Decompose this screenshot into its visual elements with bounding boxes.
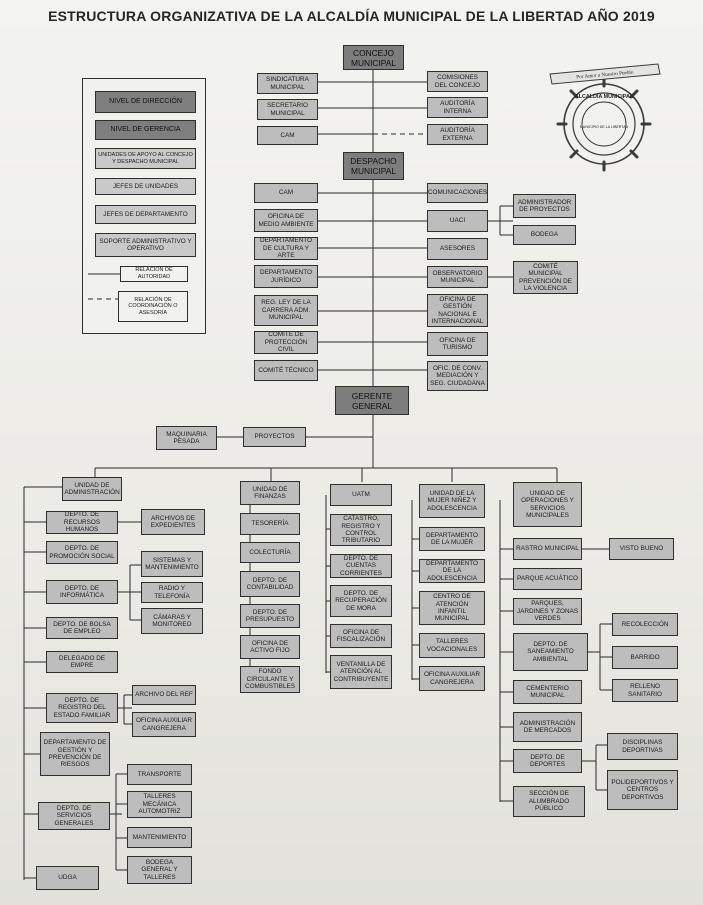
legend-jefes-departamento: JEFES DE DEPARTAMENTO <box>95 205 196 224</box>
legend-relacion-autoridad: RELACIÓN DE AUTORIDAD <box>120 266 188 282</box>
node-recuperacion-mora: DEPTO. DE RECUPERACIÓN DE MORA <box>330 585 392 617</box>
node-camaras-monitoreo: CÁMARAS Y MONITOREO <box>141 608 203 634</box>
node-unidad-mujer: UNIDAD DE LA MUJER NIÑEZ Y ADOLESCENCIA <box>419 484 485 518</box>
node-auditoria-externa: AUDITORÍA EXTERNA <box>427 124 488 145</box>
node-talleres-vocacionales: TALLERES VOCACIONALES <box>419 633 485 658</box>
node-colecturia: COLECTURÍA <box>240 542 300 563</box>
node-polideportivos: POLIDEPORTIVOS Y CENTROS DEPORTIVOS <box>607 770 678 810</box>
node-radio-telefonia: RADIO Y TELEFONÍA <box>141 582 203 603</box>
node-archivos-expedientes: ARCHIVOS DE EXPEDIENTES <box>141 509 205 535</box>
node-observatorio: OBSERVATORIO MUNICIPAL <box>427 266 488 288</box>
node-unidad-administracion: UNIDAD DE ADMINISTRACIÓN <box>62 477 122 501</box>
node-deportes: DEPTO. DE DEPORTES <box>513 749 582 773</box>
node-parque-acuatico: PARQUE ACUÁTICO <box>513 568 582 590</box>
node-comisiones: COMISIONES DEL CONCEJO <box>427 71 488 92</box>
node-bodega: BODEGA <box>513 225 576 245</box>
node-comite-tecnico: COMITÉ TÉCNICO <box>254 360 318 381</box>
node-fiscalizacion: OFICINA DE FISCALIZACIÓN <box>330 624 392 648</box>
node-concejo-municipal: CONCEJO MUNICIPAL <box>343 45 404 70</box>
node-mercados: ADMINISTRACIÓN DE MERCADOS <box>513 712 582 742</box>
legend-line-samples <box>88 273 120 300</box>
municipal-seal-logo: Por Amor a Nuestro Pueblo ALCALDÍA MUNIC… <box>549 63 661 172</box>
node-juridico: DEPARTAMENTO JURÍDICO <box>254 265 318 288</box>
node-auditoria-interna: AUDITORÍA INTERNA <box>427 97 488 118</box>
node-udga: UDGA <box>36 866 99 890</box>
node-asesores: ASESORES <box>427 238 488 260</box>
node-visto-bueno: VISTO BUENO <box>609 538 674 560</box>
node-gerente-general: GERENTE GENERAL <box>335 386 409 415</box>
legend-relacion-coordinacion: RELACIÓN DE COORDINACIÓN O ASESORÍA <box>118 291 188 322</box>
node-administrador-proyectos: ADMINISTRADOR DE PROYECTOS <box>513 194 576 218</box>
node-bodega-general: BODEGA GENERAL Y TALLERES <box>127 856 192 884</box>
node-saneamiento-ambiental: DEPTO. DE SANEAMIENTO AMBIENTAL <box>513 633 588 671</box>
legend-soporte: SOPORTE ADMINISTRATIVO Y OPERATIVO <box>95 233 196 257</box>
node-maquinaria-pesada: MAQUINARIA PESADA <box>156 426 217 450</box>
node-talleres-mecanica: TALLERES MECÁNICA AUTOMOTRIZ <box>127 791 192 818</box>
seal-banner: Por Amor a Nuestro Pueblo <box>576 69 634 80</box>
node-unidad-finanzas: UNIDAD DE FINANZAS <box>240 481 300 505</box>
node-catastro: CATASTRO, REGISTRO Y CONTROL TRIBUTARIO <box>330 514 392 546</box>
node-parques-jardines: PARQUES, JARDINES Y ZONAS VERDES <box>513 598 582 625</box>
node-departamento-adolescencia: DEPARTAMENTO DE LA ADOLESCENCIA <box>419 559 485 583</box>
node-proyectos: PROYECTOS <box>243 427 306 447</box>
node-sistemas-mantenimiento: SISTEMAS Y MANTENIMIENTO <box>141 551 203 577</box>
node-despacho-municipal: DESPACHO MUNICIPAL <box>343 152 404 180</box>
legend-nivel-direccion: NIVEL DE DIRECCIÓN <box>95 91 196 113</box>
node-transporte: TRANSPORTE <box>127 764 192 785</box>
node-oficina-cangrejera-1: OFICINA AUXILIAR CANGREJERA <box>132 712 196 737</box>
node-fondo-circulante: FONDO CIRCULANTE Y COMBUSTIBLES <box>240 666 300 693</box>
node-proteccion-civil: COMITÉ DE PROTECCIÓN CIVIL <box>254 331 318 354</box>
node-cuentas-corrientes: DEPTO. DE CUENTAS CORRIENTES <box>330 554 392 578</box>
node-recoleccion: RECOLECCIÓN <box>612 613 678 636</box>
node-cultura: DEPARTAMENTO DE CULTURA Y ARTE <box>254 237 318 260</box>
node-contabilidad: DEPTO. DE CONTABILIDAD <box>240 571 300 597</box>
node-secretario: SECRETARIO MUNICIPAL <box>257 99 318 120</box>
node-servicios-generales: DEPTO. DE SERVICIOS GENERALES <box>38 802 110 830</box>
node-unidad-operaciones: UNIDAD DE OPERACIONES Y SERVICIOS MUNICI… <box>513 482 582 527</box>
node-turismo: OFICINA DE TURISMO <box>427 332 488 356</box>
node-promocion-social: DEPTO. DE PROMOCIÓN SOCIAL <box>46 541 118 564</box>
node-archivo-ref: ARCHIVO DEL REF <box>132 685 196 705</box>
node-registro-estado-familiar: DEPTO. DE REGISTRO DEL ESTADO FAMILIAR <box>46 693 118 723</box>
node-disciplinas-deportivas: DISCIPLINAS DEPORTIVAS <box>607 733 678 760</box>
legend-nivel-gerencia: NIVEL DE GERENCIA <box>95 120 196 140</box>
node-cam: CAM <box>257 126 318 145</box>
node-barrido: BARRIDO <box>612 646 678 669</box>
seal-center-text: MUNICIPIO DE LA LIBERTAD <box>580 125 629 129</box>
node-convivencia: OFIC. DE CONV. MEDIACIÓN Y SEG. CIUDADAN… <box>427 361 488 391</box>
node-presupuesto: DEPTO. DE PRESUPUESTO <box>240 604 300 628</box>
node-cementerio: CEMENTERIO MUNICIPAL <box>513 680 582 704</box>
node-gestion-nacional: OFICINA DE GESTIÓN NACIONAL E INTERNACIO… <box>427 294 488 327</box>
legend-jefes-unidades: JEFES DE UNIDADES <box>95 178 196 195</box>
node-alumbrado-publico: SECCIÓN DE ALUMBRADO PÚBLICO <box>513 786 585 817</box>
node-gestion-riesgos: DEPARTAMENTO DE GESTIÓN Y PREVENCIÓN DE … <box>40 732 110 776</box>
seal-ring-text: ALCALDÍA MUNICIPAL <box>575 92 634 100</box>
node-delegado-empre: DELEGADO DE EMPRE <box>46 651 118 673</box>
node-cam-despacho: CAM <box>254 183 318 203</box>
node-sindicatura: SINDICATURA MUNICIPAL <box>257 73 318 94</box>
node-relleno-sanitario: RELLENO SANITARIO <box>612 679 678 702</box>
node-recursos-humanos: DEPTO. DE RECURSOS HUMANOS <box>46 511 118 534</box>
node-uatm: UATM <box>330 484 392 506</box>
node-informatica: DEPTO. DE INFORMÁTICA <box>46 580 118 604</box>
legend-unidades-apoyo: UNIDADES DE APOYO AL CONCEJO Y DESPACHO … <box>95 148 196 169</box>
node-departamento-mujer: DEPARTAMENTO DE LA MUJER <box>419 527 485 551</box>
node-bolsa-empleo: DEPTO. DE BOLSA DE EMPLEO <box>46 617 118 639</box>
node-oficina-cangrejera-2: OFICINA AUXILIAR CANGREJERA <box>419 666 485 691</box>
node-comite-prevencion: COMITÉ MUNICIPAL PREVENCIÓN DE LA VIOLEN… <box>513 261 578 294</box>
node-medio-ambiente: OFICINA DE MEDIO AMBIENTE <box>254 209 318 232</box>
node-uaci: UACI <box>427 210 488 232</box>
node-carrera-administrativa: REG. LEY DE LA CARRERA ADM. MUNICIPAL <box>254 295 318 326</box>
node-activo-fijo: OFICINA DE ACTIVO FIJO <box>240 635 300 659</box>
node-ventanilla: VENTANILLA DE ATENCIÓN AL CONTRIBUYENTE <box>330 655 392 689</box>
node-comunicaciones: COMUNICACIONES <box>427 183 488 203</box>
node-mantenimiento: MANTENIMIENTO <box>127 827 192 848</box>
node-centro-atencion-infantil: CENTRO DE ATENCIÓN INFANTIL MUNICIPAL <box>419 591 485 625</box>
node-rastro-municipal: RASTRO MUNICIPAL <box>513 538 582 560</box>
chart-title: ESTRUCTURA ORGANIZATIVA DE LA ALCALDÍA M… <box>48 8 655 24</box>
node-tesoreria: TESORERÍA <box>240 513 300 535</box>
